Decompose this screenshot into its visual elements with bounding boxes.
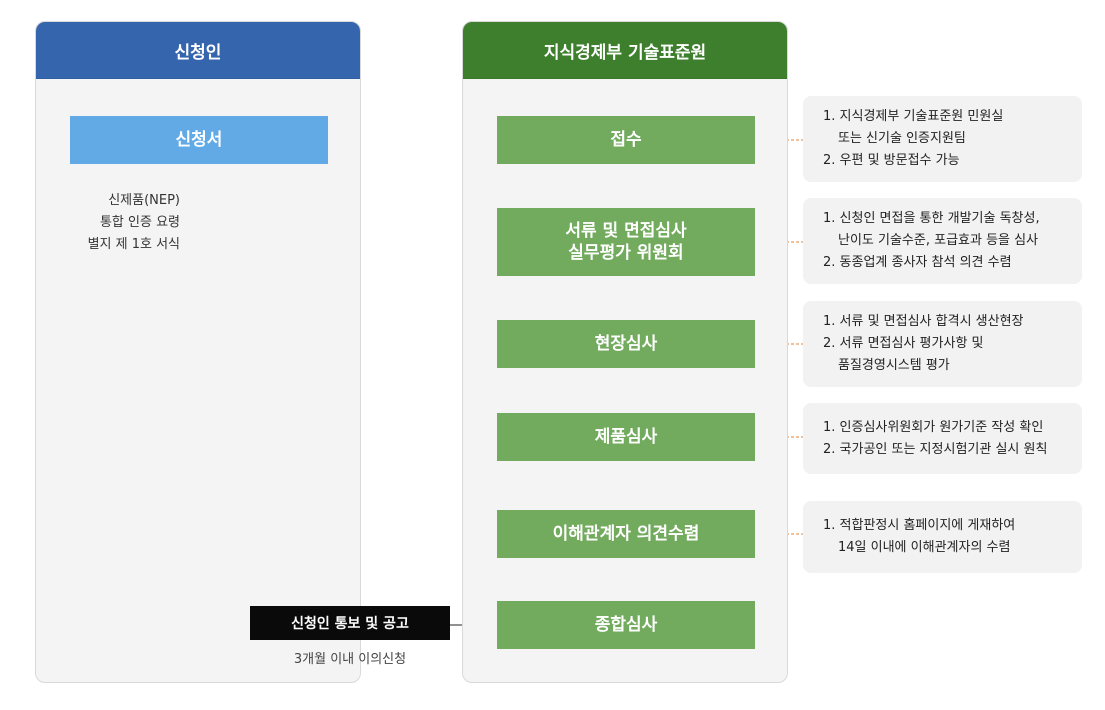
form-note-line: 신제품(NEP) [108,193,180,208]
applicant-lane-title: 신청인 [36,22,360,79]
step-box: 종합심사 [497,601,755,649]
step-note-line: 14일 이내에 이해관계자의 수렴 [838,540,1011,555]
step-note-line: 난이도 기술수준, 포급효과 등을 심사 [838,233,1039,248]
step-label: 현장심사 [594,334,658,354]
step-note-line: 2. 우편 및 방문접수 가능 [823,153,960,168]
step-box: 제품심사 [497,413,755,461]
step-note-line: 2. 동종업계 종사자 참석 의견 수렴 [823,255,1012,270]
agency-lane-title: 지식경제부 기술표준원 [463,22,787,79]
step-label: 종합심사 [594,615,658,635]
application-form-note: 신제품(NEP) 통합 인증 요령 별지 제 1호 서식 [60,190,180,256]
form-note-line: 별지 제 1호 서식 [87,237,180,252]
step-box: 이해관계자 의견수렴 [497,510,755,558]
step-note-line: 1. 신청인 면접을 통한 개발기술 독창성, [823,211,1040,226]
step-label: 이해관계자 의견수렴 [552,524,700,544]
form-note-line: 통합 인증 요령 [99,215,180,230]
step-label: 제품심사 [594,427,658,447]
notification-subtext: 3개월 이내 이의신청 [293,652,407,667]
notification-box: 신청인 통보 및 공고 [250,606,450,640]
step-note: 1. 신청인 면접을 통한 개발기술 독창성, 난이도 기술수준, 포급효과 등을… [803,198,1082,284]
step-note-line: 2. 서류 면접심사 평가사항 및 [823,336,984,351]
step-note-line: 1. 인증심사위원회가 원가기준 작성 확인 [823,419,1044,435]
step-note-line: 품질경영시스템 평가 [838,358,950,373]
step-note-line: 또는 신기술 인증지원팀 [838,131,966,146]
step-box: 현장심사 [497,320,755,368]
step-label: 접수 [610,130,642,150]
step-note-line: 1. 서류 및 면접심사 합격시 생산현장 [823,314,1024,329]
step-box: 접수 [497,116,755,164]
step-note-line: 1. 적합판정시 홈페이지에 게재하여 [823,518,1016,533]
step-note-line: 1. 지식경제부 기술표준원 민원실 [823,109,1004,124]
step-label: 실무평가 위원회 [568,243,684,263]
step-note: 1. 인증심사위원회가 원가기준 작성 확인 2. 국가공인 또는 지정시험기관 … [803,403,1082,474]
step-note-line: 2. 국가공인 또는 지정시험기관 실시 원칙 [823,441,1048,457]
step-label: 서류 및 면접심사 [565,221,687,241]
application-form-box: 신청서 [70,116,328,164]
step-note: 1. 적합판정시 홈페이지에 게재하여 14일 이내에 이해관계자의 수렴 [803,501,1082,573]
